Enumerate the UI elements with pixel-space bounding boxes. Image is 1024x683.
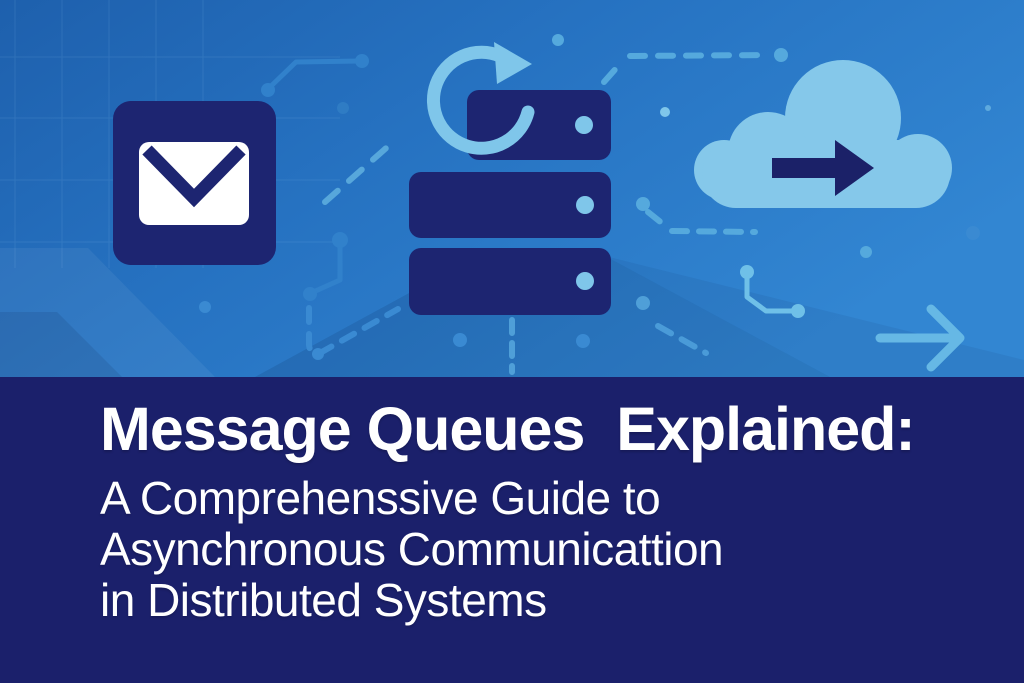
message-queue-stack-icon: [409, 90, 611, 315]
title-band: Message Queues Explained: A Comprehenssi…: [0, 377, 1024, 683]
node-dot-9: [636, 197, 650, 211]
node-dot-10: [636, 296, 650, 310]
queue-server-middle: [409, 172, 611, 238]
node-dot-2: [312, 348, 324, 360]
dashed-connector-left: [322, 139, 396, 205]
page-title: Message Queues Explained:: [100, 395, 916, 463]
node-dot-1: [337, 102, 349, 114]
subtitle-line-2: Asynchronous Communicattion: [100, 523, 724, 576]
refresh-arrow-icon: [427, 42, 535, 155]
subtitle-line-1: A Comprehenssive Guide to: [100, 472, 661, 525]
node-dot-13: [985, 105, 991, 111]
hero-illustration: [0, 0, 1024, 377]
circuit-line-top-left: [261, 54, 369, 97]
circuit-line-right: [740, 265, 805, 318]
queue-server-bottom: [409, 248, 611, 315]
dashed-connector-mid-right: [655, 323, 709, 356]
node-dot-11: [860, 246, 872, 258]
grid-pattern: [0, 0, 340, 268]
cloud-icon: [694, 60, 952, 208]
circuit-line-mid-left: [303, 232, 348, 301]
node-dot-5: [576, 334, 590, 348]
node-dot-8: [660, 107, 670, 117]
cloud-arrow-icon: [772, 140, 874, 196]
background-shapes: [0, 248, 1024, 377]
dashed-connector-right: [645, 209, 758, 235]
node-dot-12: [966, 226, 980, 240]
node-dot-4: [453, 333, 467, 347]
flow-arrow-icon: [875, 304, 965, 372]
dashed-connector-top: [601, 52, 771, 85]
subtitle-line-3: in Distributed Systems: [100, 574, 547, 627]
node-dot-3: [199, 301, 211, 313]
node-dot-7: [552, 34, 564, 46]
node-dot-6: [774, 48, 788, 62]
envelope-icon: [113, 101, 276, 265]
